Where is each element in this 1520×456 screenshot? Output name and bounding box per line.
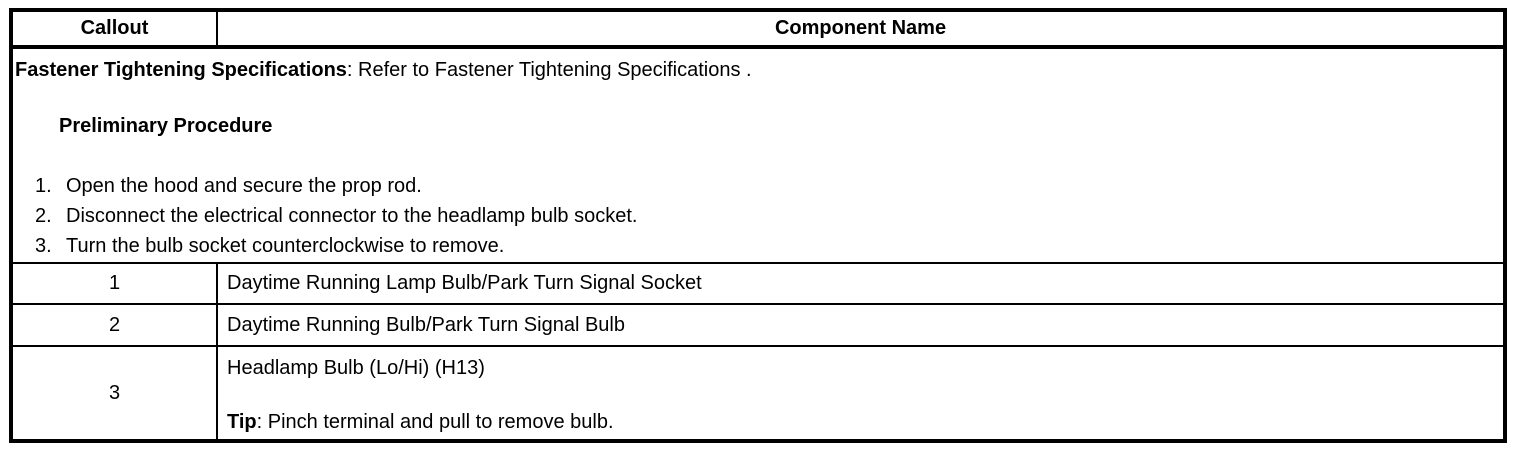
table-row: 3 Headlamp Bulb (Lo/Hi) (H13) Tip: Pinch…: [10, 345, 1506, 442]
fastener-spec-line: Fastener Tightening Specifications: Refe…: [15, 57, 1497, 83]
step-text: Disconnect the electrical connector to t…: [66, 205, 638, 227]
procedure-step: 1. Open the hood and secure the prop rod.: [15, 171, 1497, 201]
component-name: Headlamp Bulb (Lo/Hi) (H13): [227, 357, 485, 379]
table-row: 2 Daytime Running Bulb/Park Turn Signal …: [10, 303, 1506, 347]
tip-text: : Pinch terminal and pull to remove bulb…: [256, 411, 614, 433]
component-callout-table: Callout Component Name Fastener Tighteni…: [9, 8, 1507, 443]
step-number: 3.: [35, 235, 52, 257]
fastener-spec-label: Fastener Tightening Specifications: [15, 59, 347, 81]
procedure-steps-list: 1. Open the hood and secure the prop rod.…: [15, 171, 1497, 261]
intro-row: Fastener Tightening Specifications: Refe…: [10, 46, 1506, 264]
table-header-row: Callout Component Name: [10, 9, 1506, 49]
callout-number: 1: [10, 262, 218, 305]
fastener-spec-text: : Refer to Fastener Tightening Specifica…: [346, 59, 752, 81]
callout-number: 2: [10, 303, 218, 347]
column-header-component-name: Component Name: [216, 9, 1506, 49]
column-header-callout: Callout: [10, 9, 218, 49]
intro-cell: Fastener Tightening Specifications: Refe…: [10, 46, 1506, 264]
component-name: Daytime Running Bulb/Park Turn Signal Bu…: [216, 303, 1506, 347]
step-text: Open the hood and secure the prop rod.: [66, 175, 422, 197]
procedure-step: 2. Disconnect the electrical connector to…: [15, 201, 1497, 231]
tip-line: Tip: Pinch terminal and pull to remove b…: [227, 409, 1503, 435]
step-text: Turn the bulb socket counterclockwise to…: [66, 235, 505, 257]
component-name: Daytime Running Lamp Bulb/Park Turn Sign…: [216, 262, 1506, 305]
component-cell: Headlamp Bulb (Lo/Hi) (H13) Tip: Pinch t…: [216, 345, 1506, 442]
procedure-step: 3. Turn the bulb socket counterclockwise …: [15, 231, 1497, 261]
step-number: 1.: [35, 175, 52, 197]
table-row: 1 Daytime Running Lamp Bulb/Park Turn Si…: [10, 262, 1506, 305]
tip-label: Tip: [227, 411, 257, 433]
preliminary-procedure-heading: Preliminary Procedure: [59, 115, 273, 137]
callout-number: 3: [10, 345, 218, 442]
step-number: 2.: [35, 205, 52, 227]
